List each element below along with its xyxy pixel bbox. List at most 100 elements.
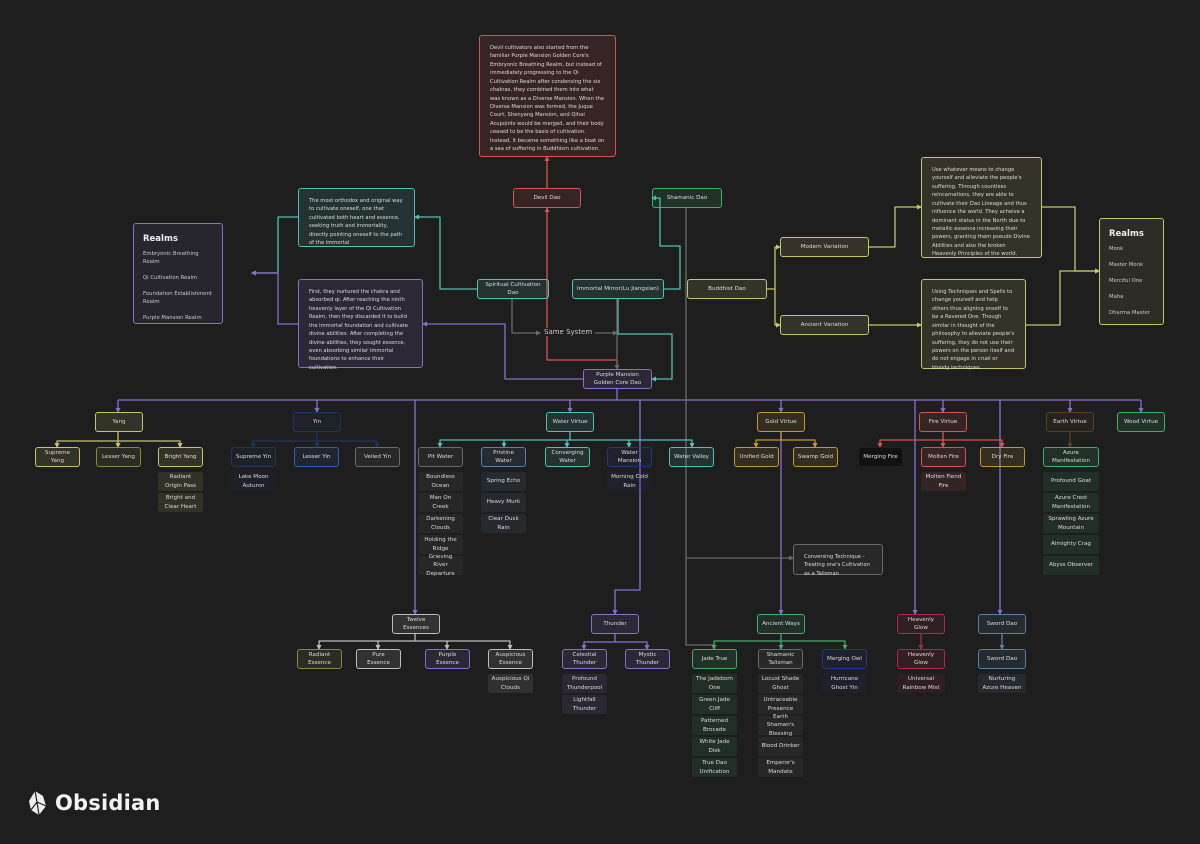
- node-mystic-thunder[interactable]: Mystic Thunder: [625, 649, 670, 669]
- sub-item[interactable]: Earth Shaman's Blessing: [758, 714, 803, 737]
- sub-item[interactable]: Lightfall Thunder: [562, 695, 607, 714]
- sub-item[interactable]: Auspicious Qi Clouds: [488, 674, 533, 693]
- edge-purple: [251, 270, 298, 325]
- sub-item[interactable]: Patterned Brocade: [692, 716, 737, 735]
- sub-item[interactable]: Lake Moon Autumn: [231, 472, 276, 491]
- node-ancient-ways[interactable]: Ancient Ways: [757, 614, 805, 634]
- sub-item[interactable]: Profound Thunderpool: [562, 674, 607, 693]
- node-merging-fire[interactable]: Merging Fire: [858, 447, 903, 467]
- node-auspicious-essence[interactable]: Auspicious Essence: [488, 649, 533, 669]
- sub-item[interactable]: True Dao Unification: [692, 758, 737, 777]
- sub-item[interactable]: Emperor's Mandate: [758, 758, 803, 777]
- node-sword-dao-2[interactable]: Sword Dao: [978, 649, 1026, 669]
- sub-item[interactable]: Molten Fiend Fire: [921, 472, 966, 491]
- node-dry-fire[interactable]: Dry Fire: [980, 447, 1025, 467]
- note-orthodox[interactable]: The most orthodox and original way to cu…: [298, 188, 415, 247]
- note-conversing[interactable]: Conversing Technique - Treating one's Cu…: [793, 544, 883, 577]
- sub-item[interactable]: Sprawling Azure Mountain: [1043, 514, 1099, 533]
- node-heavenly-glow-2[interactable]: Heavenly Glow: [897, 649, 945, 669]
- sub-item[interactable]: Untraceable Presence: [758, 695, 803, 714]
- note-buddha-modern[interactable]: Use whatever means to change yourself an…: [921, 157, 1042, 258]
- sub-item[interactable]: Spring Echo: [481, 472, 526, 491]
- sub-item[interactable]: Boundless Ocean: [418, 472, 463, 491]
- sub-item[interactable]: Locust Shade Ghost: [758, 674, 803, 693]
- sub-item[interactable]: Grieving River Departure: [418, 554, 463, 577]
- node-purple-essence[interactable]: Purple Essence: [425, 649, 470, 669]
- note-first[interactable]: First, they nurtured the chakra and abso…: [298, 279, 423, 371]
- sub-item[interactable]: Holding the Ridge: [418, 535, 463, 554]
- node-sword-dao[interactable]: Sword Dao: [978, 614, 1026, 634]
- node-celestial-thunder[interactable]: Celestial Thunder: [562, 649, 607, 669]
- sub-item[interactable]: Man On Creek: [418, 493, 463, 512]
- node-heavenly-glow[interactable]: Heavenly Glow: [897, 614, 945, 634]
- edge-red: [943, 439, 1005, 448]
- node-water-mansion[interactable]: Water Mansion: [607, 447, 652, 467]
- sub-item[interactable]: Blood Drinker: [758, 737, 803, 756]
- node-devil-dao[interactable]: Devil Dao: [513, 188, 581, 208]
- sub-item[interactable]: The Jadeborn One: [692, 674, 737, 693]
- sub-item[interactable]: Green Jade Cliff: [692, 695, 737, 714]
- node-gold-virtue[interactable]: Gold Virtue: [757, 412, 805, 432]
- node-yin[interactable]: Yin: [293, 412, 341, 432]
- obsidian-wordmark: Obsidian: [55, 791, 161, 815]
- sub-item[interactable]: Darkening Clouds: [418, 514, 463, 533]
- realm-item: Master Monk: [1109, 262, 1144, 269]
- node-spiritual-dao[interactable]: Spiritual Cultivation Dao: [477, 279, 549, 299]
- node-water-valley[interactable]: Water Valley: [669, 447, 714, 467]
- node-thunder[interactable]: Thunder: [591, 614, 639, 634]
- node-veiled-yin[interactable]: Veiled Yin: [355, 447, 400, 467]
- realm-item: Purple Mansion Realm: [143, 314, 202, 321]
- node-twelve-essences[interactable]: Twelve Essences: [392, 614, 440, 634]
- sub-item[interactable]: Clear Dusk Rain: [481, 514, 526, 533]
- node-pristine-water[interactable]: Pristine Water: [481, 447, 526, 467]
- node-radiant-essence[interactable]: Radiant Essence: [297, 649, 342, 669]
- sub-item[interactable]: Universal Rainbow Mist: [897, 674, 945, 693]
- sub-item[interactable]: Abyss Observer: [1043, 556, 1099, 575]
- node-merging-owl[interactable]: Merging Owl: [822, 649, 867, 669]
- edge-yellow: [869, 204, 922, 248]
- node-lesser-yang[interactable]: Lesser Yang: [96, 447, 141, 467]
- node-ancient-variation[interactable]: Ancient Variation: [780, 315, 869, 335]
- sub-item[interactable]: Heavy Murk: [481, 493, 526, 512]
- node-fire-virtue[interactable]: Fire Virtue: [919, 412, 967, 432]
- sub-item[interactable]: Radiant Origin Pass: [158, 472, 203, 491]
- node-molten-fire[interactable]: Molten Fire: [921, 447, 966, 467]
- note-buddha-ancient[interactable]: Using Techniques and Spells to change yo…: [921, 279, 1026, 371]
- sub-item[interactable]: Nurturing Azure Heaven: [978, 674, 1026, 693]
- edge-teal: [570, 439, 695, 448]
- node-jade-true[interactable]: Jade True: [692, 649, 737, 669]
- node-swamp-gold[interactable]: Swamp Gold: [793, 447, 838, 467]
- node-unified-gold[interactable]: Unified Gold: [734, 447, 779, 467]
- sub-item[interactable]: Morning Cold Rain: [607, 472, 652, 491]
- sub-item[interactable]: White Jade Disk: [692, 737, 737, 756]
- sub-item[interactable]: Azure Crest Manifestation: [1043, 493, 1099, 512]
- node-water-virtue[interactable]: Water Virtue: [546, 412, 594, 432]
- node-modern-variation[interactable]: Modern Variation: [780, 237, 869, 257]
- node-converging-water[interactable]: Converging Water: [545, 447, 590, 467]
- note-devil[interactable]: Devil cultivators also started from the …: [479, 35, 616, 157]
- edge-teal: [414, 214, 477, 290]
- sub-item[interactable]: Hurricane Ghost Yin: [822, 674, 867, 693]
- node-shamanic-talisman[interactable]: Shamanic Talisman: [758, 649, 803, 669]
- node-yang[interactable]: Yang: [95, 412, 143, 432]
- sub-item[interactable]: Profound Goat: [1043, 472, 1099, 491]
- edge-yellow: [1042, 206, 1100, 274]
- node-pit-water[interactable]: Pit Water: [418, 447, 463, 467]
- node-supreme-yin[interactable]: Supreme Yin: [231, 447, 276, 467]
- node-lesser-yin[interactable]: Lesser Yin: [294, 447, 339, 467]
- edge-yellow: [774, 289, 781, 328]
- node-earth-virtue[interactable]: Earth Virtue: [1046, 412, 1094, 432]
- node-shamanic-dao[interactable]: Shamanic Dao: [652, 188, 722, 208]
- sub-item[interactable]: Almighty Crag: [1043, 535, 1099, 554]
- node-pure-essence[interactable]: Pure Essence: [356, 649, 401, 669]
- node-wood-virtue[interactable]: Wood Virtue: [1117, 412, 1165, 432]
- node-immortal-mirror[interactable]: Immortal Mirror(Lu Jiangxian): [572, 279, 664, 299]
- node-bright-yang[interactable]: Bright Yang: [158, 447, 203, 467]
- sub-item[interactable]: Bright and Clear Heart: [158, 493, 203, 512]
- node-azure-manifestation[interactable]: Azure Manifestation: [1043, 447, 1099, 467]
- node-purple-mansion[interactable]: Purple Mansion Golden Core Dao: [583, 369, 652, 389]
- node-buddhist-dao[interactable]: Buddhist Dao: [687, 279, 767, 299]
- node-supreme-yang[interactable]: Supreme Yang: [35, 447, 80, 467]
